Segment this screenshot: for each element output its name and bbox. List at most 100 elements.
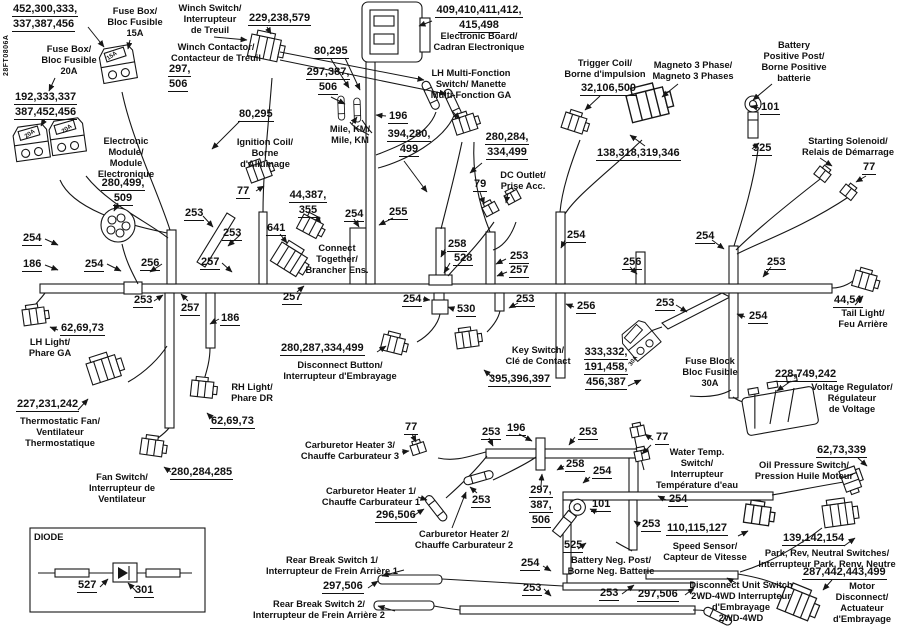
callout-280-287-334-499: 280,287,334,499 — [280, 342, 365, 357]
callout-77-carb3-line-0: 77 — [404, 421, 419, 435]
mile-km-name: Mile, KM/Mile, KM — [318, 124, 382, 146]
callout-257-b-line-0: 257 — [180, 302, 201, 316]
callout-297-387-506-b-line-2: 506 — [530, 513, 552, 528]
callout-196-top: 196 — [388, 110, 409, 125]
callout-255-line-0: 255 — [388, 206, 409, 220]
callout-641-line-0: 641 — [266, 222, 287, 236]
oil-pressure-name-line-0: Oil Pressure Switch/ — [759, 460, 849, 470]
callout-227-231-242: 227,231,242 — [16, 398, 80, 413]
rh-light-name-line-0: RH Light/ — [231, 382, 273, 392]
callout-256-a: 256 — [140, 257, 161, 272]
callout-253-e: 253 — [515, 293, 536, 308]
callout-394-280-499-line-1: 499 — [398, 142, 420, 157]
electronic-board-name: Electronic Board/Cadran Electronique — [428, 31, 530, 53]
callout-253-a-line-0: 253 — [184, 207, 205, 221]
starting-solenoid-name-line-1: Relais de Démarrage — [802, 146, 894, 157]
callout-395-396-397: 395,396,397 — [488, 373, 552, 388]
callout-525-neg-line-0: 525 — [563, 539, 584, 553]
callout-229: 229,238,579 — [248, 12, 312, 27]
fuse-box-20a-name-line-0: Fuse Box/ — [46, 44, 92, 54]
rear-break2-name-line-0: Rear Break Switch 2/ — [273, 599, 365, 609]
callout-253-c-line-0: 253 — [133, 294, 154, 308]
park-rev-neutral-name-line-1: Interrupteur Park, Renv, Neutre — [758, 558, 896, 569]
tag-20a-left-line-0: 20A — [24, 128, 37, 140]
rear-break2-name: Rear Break Switch 2/Interrupteur de Frei… — [243, 599, 395, 621]
callout-254-f-line-0: 254 — [695, 230, 716, 244]
carb-heater1-name-line-0: Carburetor Heater 1/ — [326, 486, 416, 496]
callout-80-295-top: 80,295 — [313, 45, 349, 60]
fuse-box-15a-name-line-1: Bloc Fusible — [107, 16, 163, 27]
fuse-box-20a-name-line-1: Bloc Fusible — [41, 54, 97, 65]
disconnect-unit-name-line-1: 2WD-4WD Interrupteur — [691, 590, 791, 601]
callout-186-b-line-0: 186 — [220, 312, 241, 326]
callout-44-54: 44,54 — [833, 294, 863, 309]
callout-77-watertemp: 77 — [655, 431, 670, 446]
leader-arrows — [40, 20, 868, 612]
callout-227-231-242-line-0: 227,231,242 — [16, 398, 80, 412]
callout-253-h: 253 — [481, 426, 502, 441]
callout-297-387-506-line-0: 297,387, — [305, 66, 351, 80]
callout-77-solenoid: 77 — [862, 161, 877, 176]
callout-301: 301 — [134, 584, 155, 599]
callout-452-300: 452,300,333,337,387,456 — [12, 3, 88, 33]
callout-253-f: 253 — [655, 297, 676, 312]
callout-254-i-line-0: 254 — [668, 493, 689, 507]
ignition-coil-name-line-2: d'Allumage — [240, 158, 290, 169]
callout-297-387-506-line-1: 506 — [317, 80, 339, 95]
mile-km-name-line-0: Mile, KM/ — [329, 124, 371, 134]
callout-253-f-line-0: 253 — [655, 297, 676, 311]
callout-297-506-winch-line-1: 506 — [168, 77, 189, 92]
callout-101-pos-line-0: 101 — [760, 101, 781, 115]
callout-409-line-0: 409,410,411,412, — [435, 4, 523, 18]
callout-253-a: 253 — [184, 207, 205, 222]
callout-287-442-443-499: 287,442,443,499 — [802, 566, 887, 581]
callout-301-line-0: 301 — [134, 584, 155, 598]
carb-heater1-name-line-1: Chauffe Carburateur 1 — [321, 496, 421, 507]
speed-sensor-name: Speed Sensor/Capteur de Vitesse — [654, 541, 756, 563]
key-switch-name-line-1: Clé de Contact — [505, 355, 571, 366]
carb-heater1-name: Carburetor Heater 1/Chauffe Carburateur … — [314, 486, 428, 508]
callout-32-106-500-line-0: 32,106,500 — [580, 82, 638, 96]
callout-525-neg: 525 — [563, 539, 584, 554]
callout-254-f: 254 — [695, 230, 716, 245]
dc-outlet-name-line-1: Prise Acc. — [500, 180, 546, 191]
callout-253-m: 253 — [522, 582, 543, 597]
electronic-module-name-line-2: Module — [109, 157, 143, 168]
fuse-box-15a-name-line-2: 15A — [126, 27, 144, 38]
magneto-name-line-1: Magneto 3 Phases — [652, 70, 734, 81]
callout-527-line-0: 527 — [77, 579, 98, 593]
callout-253-j-line-0: 253 — [471, 494, 492, 508]
rear-break1-name: Rear Break Switch 1/Interrupteur de Frei… — [258, 555, 406, 577]
water-temp-name-line-0: Water Temp. — [669, 447, 725, 457]
carb-heater3-name: Carburetor Heater 3/Chauffe Carburateur … — [294, 440, 406, 462]
lh-light-name: LH Light/Phare GA — [16, 337, 84, 359]
ignition-coil-name-line-0: Ignition Coil/ — [236, 137, 294, 147]
callout-254-h-line-0: 254 — [592, 465, 613, 479]
callout-254-g-line-0: 254 — [748, 310, 769, 324]
callout-254-i: 254 — [668, 493, 689, 508]
diode-title-line-0: DIODE — [34, 532, 64, 542]
callout-525-pos: 525 — [752, 142, 773, 157]
electronic-module-name-line-0: Electronic — [103, 136, 149, 146]
starting-solenoid-name-line-0: Starting Solenoid/ — [808, 136, 888, 146]
callout-62-69-73-lh: 62,69,73 — [60, 322, 105, 337]
thermostatic-fan-name-line-1: Ventilateur — [36, 426, 84, 437]
callout-254-g: 254 — [748, 310, 769, 325]
callout-253-m-line-0: 253 — [522, 582, 543, 596]
trigger-coil-name-line-0: Trigger Coil/ — [577, 58, 633, 68]
callout-280-499-509-line-0: 280,499, — [100, 177, 146, 191]
winch-switch-name-line-0: Winch Switch/ — [178, 3, 242, 13]
key-switch-name-line-0: Key Switch/ — [511, 345, 565, 355]
callout-257-b: 257 — [180, 302, 201, 317]
water-temp-name-line-1: Switch/ — [680, 457, 714, 468]
callout-255: 255 — [388, 206, 409, 221]
callout-253-i-line-0: 253 — [578, 426, 599, 440]
fuse-block-name-line-2: 30A — [701, 377, 719, 388]
rh-light-name: RH Light/Phare DR — [222, 382, 282, 404]
tag-20a-left: 20A — [24, 129, 37, 141]
